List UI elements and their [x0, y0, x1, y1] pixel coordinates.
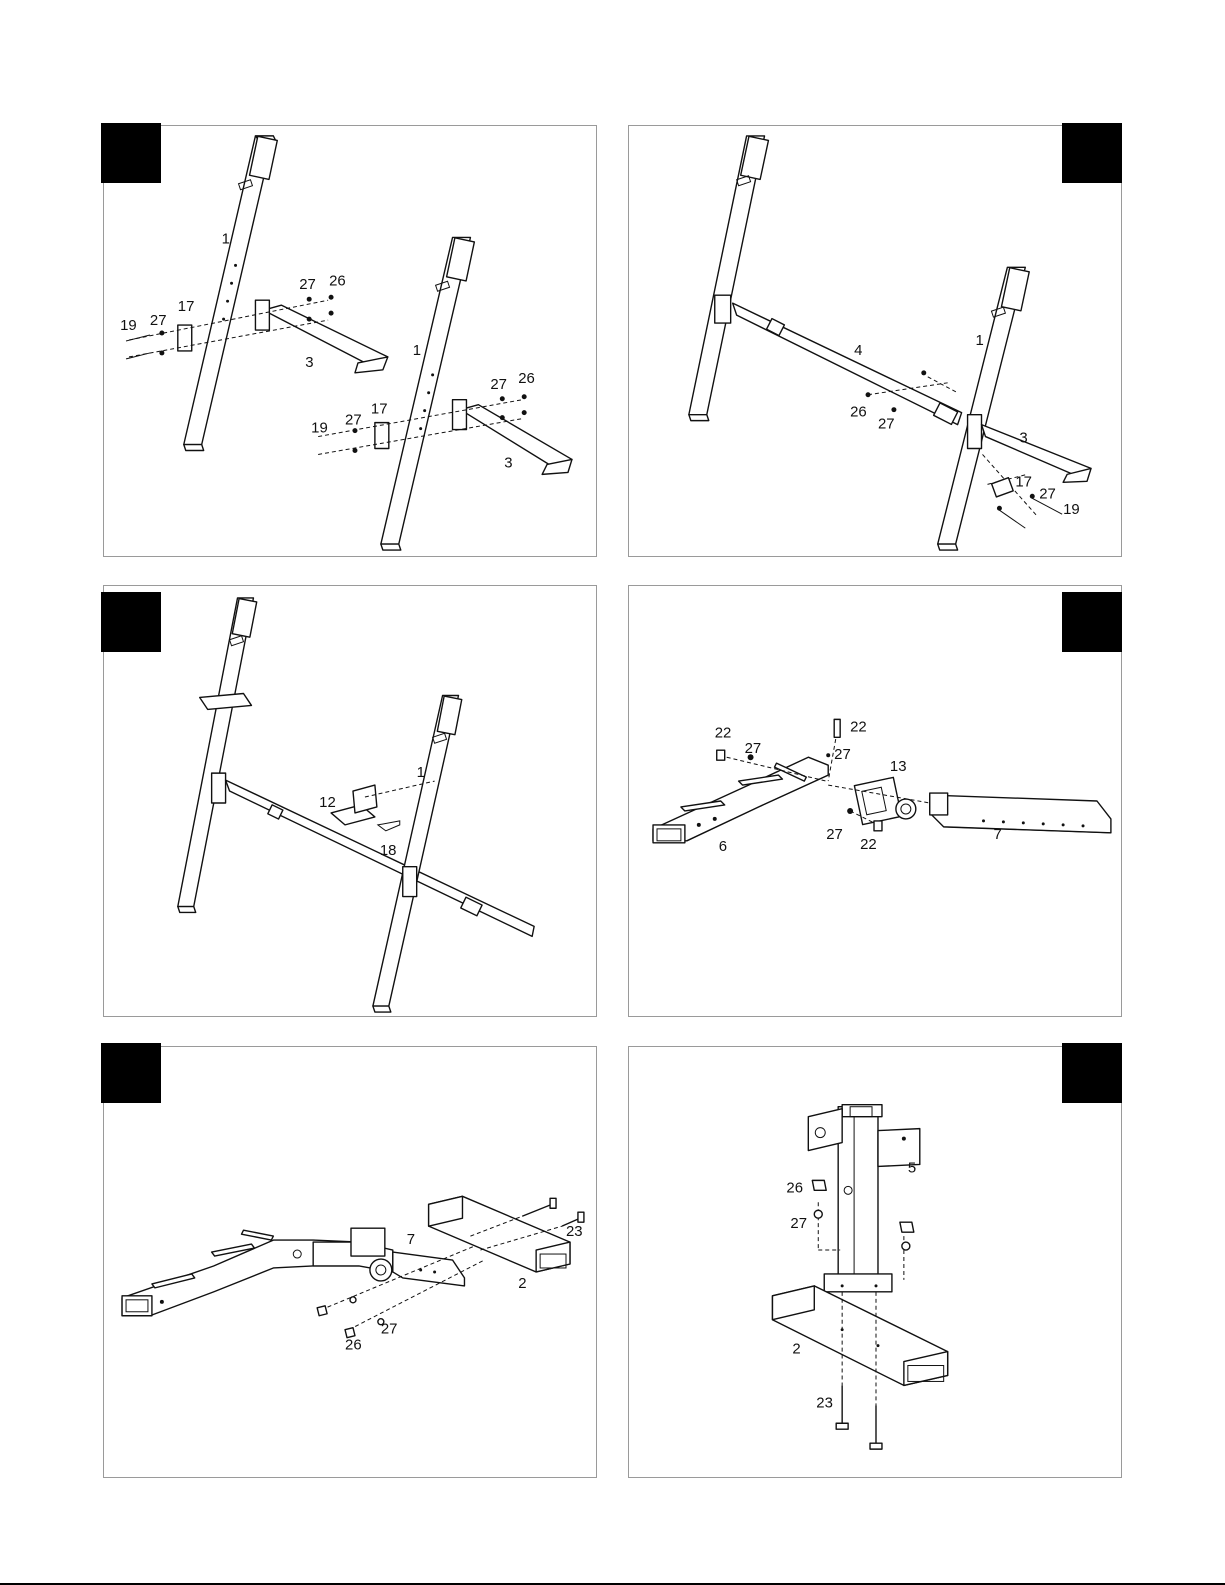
callout-26: 26 [850, 404, 867, 421]
upright-left [689, 136, 769, 421]
step-panel-4: 22 27 22 27 13 27 22 6 7 [628, 585, 1122, 1017]
callout-17: 17 [1015, 473, 1032, 490]
callout-7: 7 [407, 1231, 415, 1248]
callout-27: 27 [490, 376, 507, 393]
upright-left [184, 136, 278, 451]
step-tab-4 [1062, 592, 1122, 652]
tube-7 [930, 793, 1111, 833]
callout-23: 23 [816, 1394, 833, 1411]
assembly-diagram-3: 12 1 18 [104, 586, 596, 1016]
callout-17: 17 [371, 401, 388, 418]
callout-23: 23 [566, 1223, 583, 1240]
assembly-diagram-1: 1 27 26 19 27 17 3 1 27 27 26 19 17 3 [104, 126, 596, 556]
callout-3: 3 [504, 454, 512, 471]
callout-22: 22 [860, 836, 877, 853]
callout-27: 27 [826, 826, 843, 843]
callout-3: 3 [1019, 430, 1027, 447]
callout-13: 13 [890, 758, 907, 775]
tube-6 [653, 757, 828, 843]
callout-22: 22 [850, 718, 867, 735]
callout-19: 19 [120, 317, 137, 334]
callout-18: 18 [380, 842, 397, 859]
callout-6: 6 [719, 838, 727, 855]
callout-27: 27 [834, 746, 851, 763]
callout-17: 17 [178, 298, 195, 315]
assembly-diagram-5: 23 7 2 27 26 [104, 1047, 596, 1477]
upright-left [178, 598, 257, 913]
upright-right [381, 237, 475, 550]
callout-26: 26 [518, 370, 535, 387]
callout-27: 27 [745, 740, 762, 757]
crossbar-3 [982, 425, 1091, 483]
callout-1: 1 [976, 332, 984, 349]
step-panel-3: 12 1 18 [103, 585, 597, 1017]
step-panel-6: 5 26 27 2 23 [628, 1046, 1122, 1478]
callout-5: 5 [908, 1159, 916, 1176]
tube-7-assembled [313, 1228, 464, 1286]
assembly-diagram-6: 5 26 27 2 23 [629, 1047, 1121, 1477]
callout-1: 1 [417, 764, 425, 781]
callout-3: 3 [305, 354, 313, 371]
callout-12: 12 [319, 794, 336, 811]
callout-26: 26 [345, 1337, 362, 1354]
assembly-diagram-2: 4 1 26 27 3 17 27 19 [629, 126, 1121, 556]
callout-27: 27 [150, 312, 167, 329]
upright-post-5 [808, 1105, 919, 1292]
step-tab-5 [101, 1043, 161, 1103]
step-panel-1: 1 27 26 19 27 17 3 1 27 27 26 19 17 3 [103, 125, 597, 557]
callout-26: 26 [786, 1179, 803, 1196]
callout-19: 19 [1063, 501, 1080, 518]
callout-7: 7 [993, 826, 1001, 843]
callout-27: 27 [790, 1215, 807, 1232]
callout-26: 26 [329, 272, 346, 289]
callout-27: 27 [1039, 485, 1056, 502]
crossbar-4 [733, 303, 962, 424]
weight-rest-12 [331, 785, 377, 825]
step-tab-6 [1062, 1043, 1122, 1103]
step-tab-2 [1062, 123, 1122, 183]
step-panel-2: 4 1 26 27 3 17 27 19 [628, 125, 1122, 557]
callout-27: 27 [381, 1321, 398, 1338]
step-tab-1 [101, 123, 161, 183]
callout-4: 4 [854, 342, 862, 359]
callout-2: 2 [518, 1275, 526, 1292]
callout-19: 19 [311, 420, 328, 437]
stabilizer-2 [772, 1286, 947, 1386]
callout-27: 27 [345, 412, 362, 429]
callout-1: 1 [413, 342, 421, 359]
assembly-diagram-4: 22 27 22 27 13 27 22 6 7 [629, 586, 1121, 1016]
callout-22: 22 [715, 724, 732, 741]
callout-1: 1 [222, 230, 230, 247]
step-tab-3 [101, 592, 161, 652]
callout-27: 27 [878, 416, 895, 433]
step-panel-5: 23 7 2 27 26 [103, 1046, 597, 1478]
callout-27: 27 [299, 276, 316, 293]
callout-2: 2 [792, 1341, 800, 1358]
